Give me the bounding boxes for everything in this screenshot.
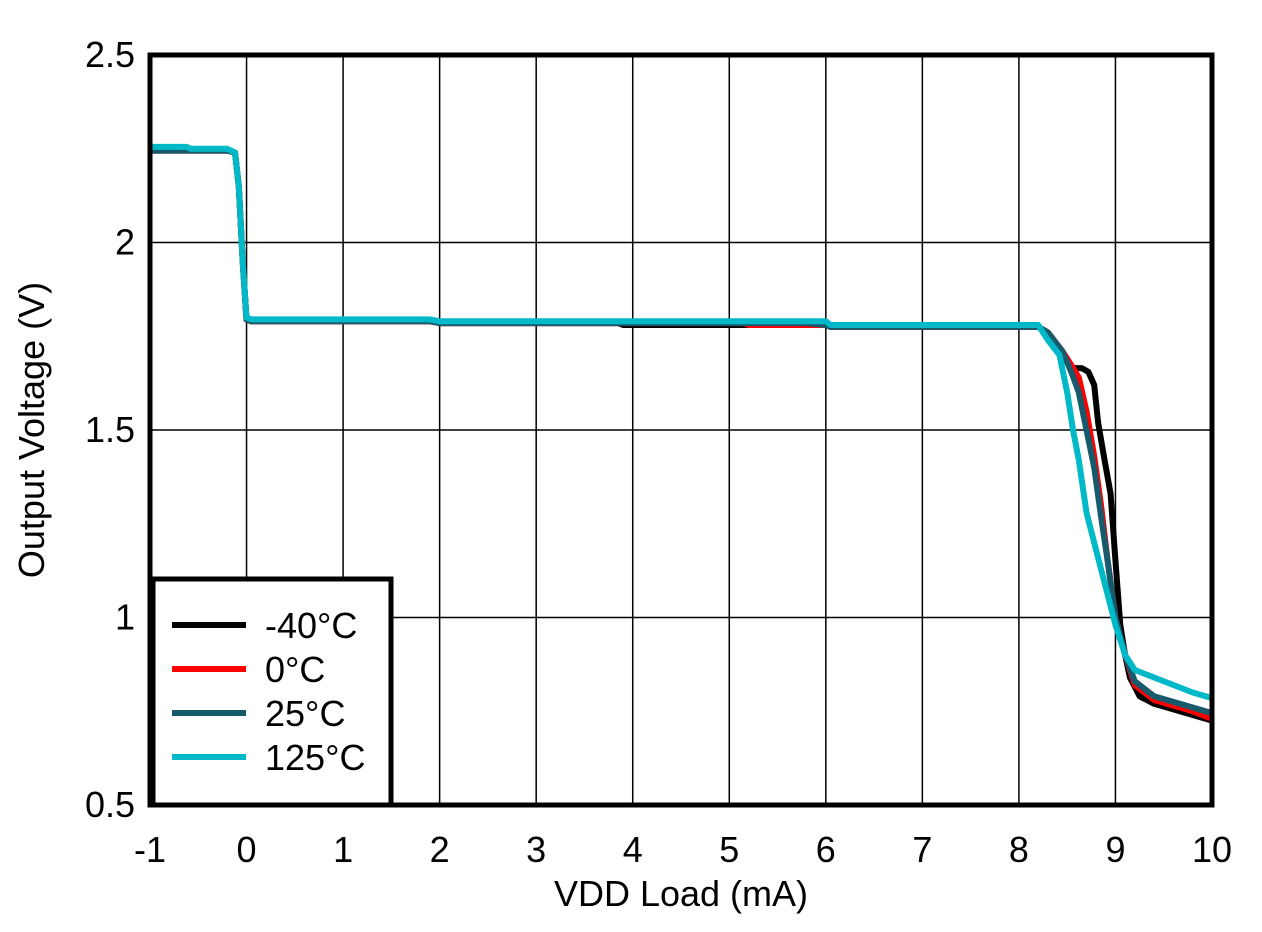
x-tick-label: 8 [1009,829,1029,870]
x-tick-label: 2 [430,829,450,870]
y-tick-label: 2.5 [85,34,135,75]
legend-box [150,576,394,808]
x-tick-label: -1 [134,829,166,870]
y-axis-label: Output Voltage (V) [11,282,52,578]
legend-label: -40°C [265,605,357,646]
x-tick-label: 1 [333,829,353,870]
legend-label: 125°C [265,737,365,778]
x-tick-label: 3 [526,829,546,870]
x-tick-label: 9 [1105,829,1125,870]
x-tick-label: 6 [816,829,836,870]
x-tick-label: 10 [1192,829,1232,870]
y-tick-label: 2 [115,222,135,263]
x-axis-ticks: -1 0 1 2 3 4 5 6 7 8 9 10 [134,829,1232,870]
data-series [150,143,1214,724]
x-tick-label: 4 [623,829,643,870]
y-axis-ticks: 0.5 1 1.5 2 2.5 [85,34,135,825]
legend-label: 25°C [265,693,345,734]
series-line [150,143,1213,701]
x-axis-label: VDD Load (mA) [554,873,808,914]
x-tick-label: 5 [719,829,739,870]
x-tick-label: 0 [237,829,257,870]
y-tick-label: 1.5 [85,409,135,450]
x-tick-label: 7 [912,829,932,870]
y-tick-label: 1 [115,597,135,638]
plot-frame [147,52,1215,808]
y-tick-label: 0.5 [85,784,135,825]
legend-label: 0°C [265,649,325,690]
